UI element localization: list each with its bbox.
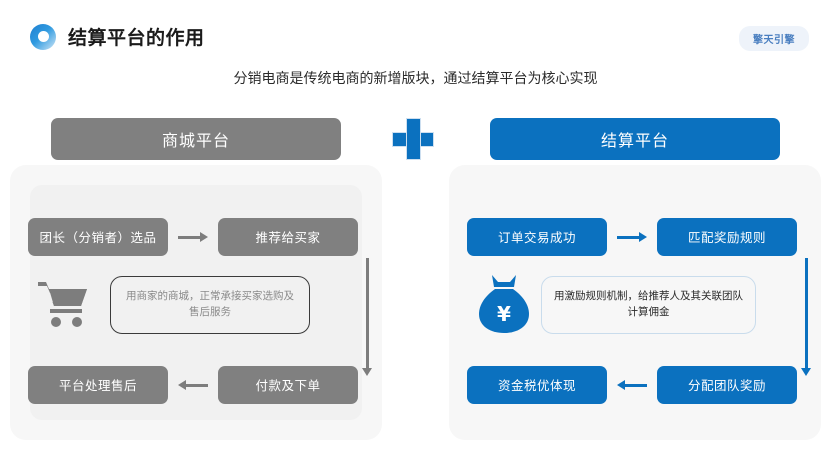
panel-mall-platform: 商城平台 团长（分销者）选品 推荐给买家 平台处理售后 付款及下单 用商家的商城… <box>10 118 382 440</box>
watermark-badge: 擎天引擎 <box>739 26 809 51</box>
flow-box-mall-bottom-right[interactable]: 付款及下单 <box>218 366 358 404</box>
arrow-mall-top <box>178 232 208 242</box>
panel-settlement-platform: 结算平台 订单交易成功 匹配奖励规则 资金税优体现 分配团队奖励 ¥ 用激励规则… <box>449 118 821 440</box>
arrow-mall-side <box>362 258 372 376</box>
flow-box-settlement-top-right[interactable]: 匹配奖励规则 <box>657 218 797 256</box>
flow-box-settlement-bottom-right[interactable]: 分配团队奖励 <box>657 366 797 404</box>
arrow-settlement-bottom <box>617 380 647 390</box>
page-header: 结算平台的作用 <box>30 23 205 50</box>
arrow-settlement-top <box>617 232 647 242</box>
svg-text:¥: ¥ <box>497 302 511 326</box>
flow-box-mall-bottom-left[interactable]: 平台处理售后 <box>28 366 168 404</box>
note-mall: 用商家的商城，正常承接买家选购及售后服务 <box>110 276 310 334</box>
flow-box-settlement-bottom-left[interactable]: 资金税优体现 <box>467 366 607 404</box>
panel-heading-settlement: 结算平台 <box>490 118 780 160</box>
money-bag-icon: ¥ <box>479 275 529 333</box>
page-subtitle: 分销电商是传统电商的新增版块，通过结算平台为核心实现 <box>233 71 598 87</box>
shopping-cart-icon <box>38 282 87 327</box>
flow-box-mall-top-left[interactable]: 团长（分销者）选品 <box>28 218 168 256</box>
ring-logo-icon <box>30 23 56 50</box>
flow-box-settlement-top-left[interactable]: 订单交易成功 <box>467 218 607 256</box>
arrow-settlement-side <box>801 258 811 376</box>
panel-heading-mall: 商城平台 <box>51 118 341 160</box>
arrow-mall-bottom <box>178 380 208 390</box>
flow-box-mall-top-right[interactable]: 推荐给买家 <box>218 218 358 256</box>
plus-icon <box>392 118 434 160</box>
page-title: 结算平台的作用 <box>68 27 205 49</box>
note-settlement: 用激励规则机制，给推荐人及其关联团队计算佣金 <box>541 276 756 334</box>
